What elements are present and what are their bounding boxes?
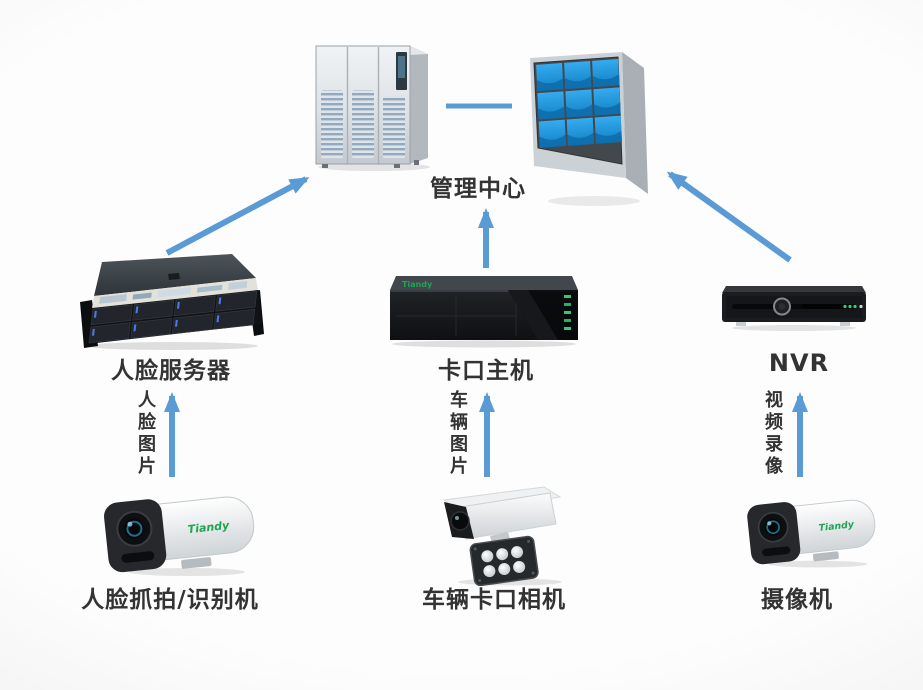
brand-logo: Tiandy [818,519,855,534]
face-camera-label: 人脸抓拍/识别机 [81,587,259,613]
arrow-nvr-to-center [666,171,792,263]
led-illuminator [469,535,539,586]
status-leds [564,295,571,330]
server-cluster-illustration [315,45,430,171]
brand-logo: Tiandy [187,519,231,536]
checkpoint-host-label: 卡口主机 [438,358,534,384]
brand-logo: Tiandy [402,280,433,289]
vehicle-camera-illustration [442,486,562,586]
camera-lens [450,511,470,531]
checkpoint-host-illustration: Tiandy [390,276,578,348]
vehicle-camera-label: 车辆卡口相机 [422,587,566,613]
nvr-label: NVR [768,349,830,377]
vehicle-image-flow-label: 车辆图片 [447,390,468,478]
face-server-illustration [80,254,264,350]
management-center-label: 管理中心 [430,176,526,202]
face-server-label: 人脸服务器 [111,358,231,384]
camera-illustration: Tiandy [747,499,876,568]
arrow-face-server-to-center [165,176,310,256]
video-recording-flow-label: 视频录像 [762,390,783,478]
face-camera-illustration: Tiandy [104,496,255,576]
video-wall-screens [536,59,622,148]
server-vent [321,90,343,158]
video-wall-illustration [530,52,648,206]
server-vent [383,96,405,158]
server-vent [352,90,374,158]
nvr-illustration [722,286,866,331]
camera-label: 摄像机 [761,587,833,613]
face-image-flow-label: 人脸图片 [135,390,156,478]
drive-bays [88,290,258,344]
